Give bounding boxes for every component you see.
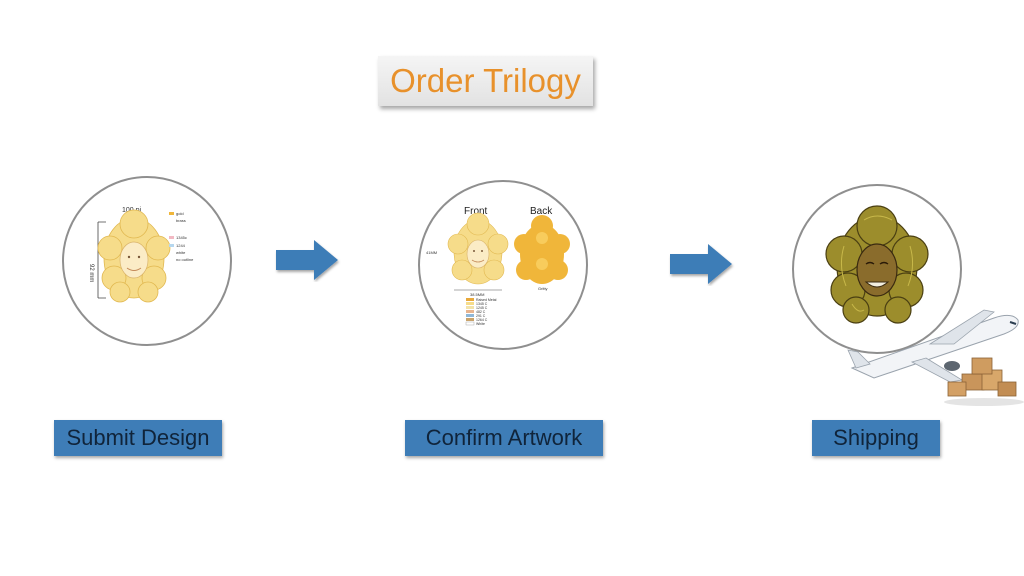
arrow-right-icon: [670, 244, 732, 284]
page-title-box: Order Trilogy: [378, 56, 593, 106]
step-label-text: Shipping: [833, 425, 919, 450]
proof-height-note: 41MM: [426, 250, 437, 255]
proof-front-label: Front: [464, 206, 488, 217]
sketch-face: [119, 241, 149, 279]
proof-back-note: Gritty: [538, 286, 548, 291]
badge-hair-lines: [840, 215, 914, 312]
sketch-side-note: 92 mm: [88, 264, 94, 282]
step-label-text: Submit Design: [66, 425, 210, 450]
proof-width-note: 38.5MM: [470, 292, 484, 297]
step-label-submit-design: Submit Design: [54, 420, 222, 456]
proof-legend-2: 1345 C: [476, 302, 488, 306]
shipping-airplane-icon: [847, 309, 1024, 406]
design-sketch-illustration: 92 mm 100 pi gold brass 1345c 1244 white…: [88, 207, 194, 303]
finished-badge-illustration: [825, 205, 929, 324]
arrow-right-icon: [276, 240, 338, 280]
package-boxes: [947, 357, 1017, 397]
proof-back-label: Back: [530, 206, 553, 217]
proof-legend-5: 291 C: [476, 314, 486, 318]
confirm-artwork-image: Front Back 41MM 38.5MM Gritty: [418, 180, 588, 350]
sketch-legend-4: 1244: [176, 243, 186, 248]
submit-design-image: 92 mm 100 pi gold brass 1345c 1244 white…: [62, 176, 232, 346]
artwork-proof-illustration: Front Back 41MM 38.5MM Gritty: [426, 206, 570, 326]
sketch-legend-6: no outline: [176, 257, 194, 262]
proof-legend-7: White: [476, 322, 485, 326]
page-title: Order Trilogy: [390, 62, 581, 99]
proof-legend-4: 482 C: [476, 310, 486, 314]
shipping-image: [792, 184, 962, 354]
sketch-hair: [97, 209, 171, 303]
step-label-confirm-artwork: Confirm Artwork: [405, 420, 603, 456]
proof-back-shape: [514, 215, 570, 284]
badge-face: [856, 243, 898, 297]
step-label-shipping: Shipping: [812, 420, 940, 456]
airplane: [847, 309, 1019, 383]
sketch-legend-3: 1345c: [176, 235, 187, 240]
proof-legend-1: Raised Metal: [476, 298, 497, 302]
sketch-legend-2: brass: [176, 218, 186, 223]
sketch-legend-5: white: [176, 250, 186, 255]
sketch-legend-1: gold: [176, 211, 184, 216]
proof-legend-3: 1245 C: [476, 306, 488, 310]
step-label-text: Confirm Artwork: [425, 425, 583, 450]
proof-legend-6: 1264 C: [476, 318, 488, 322]
